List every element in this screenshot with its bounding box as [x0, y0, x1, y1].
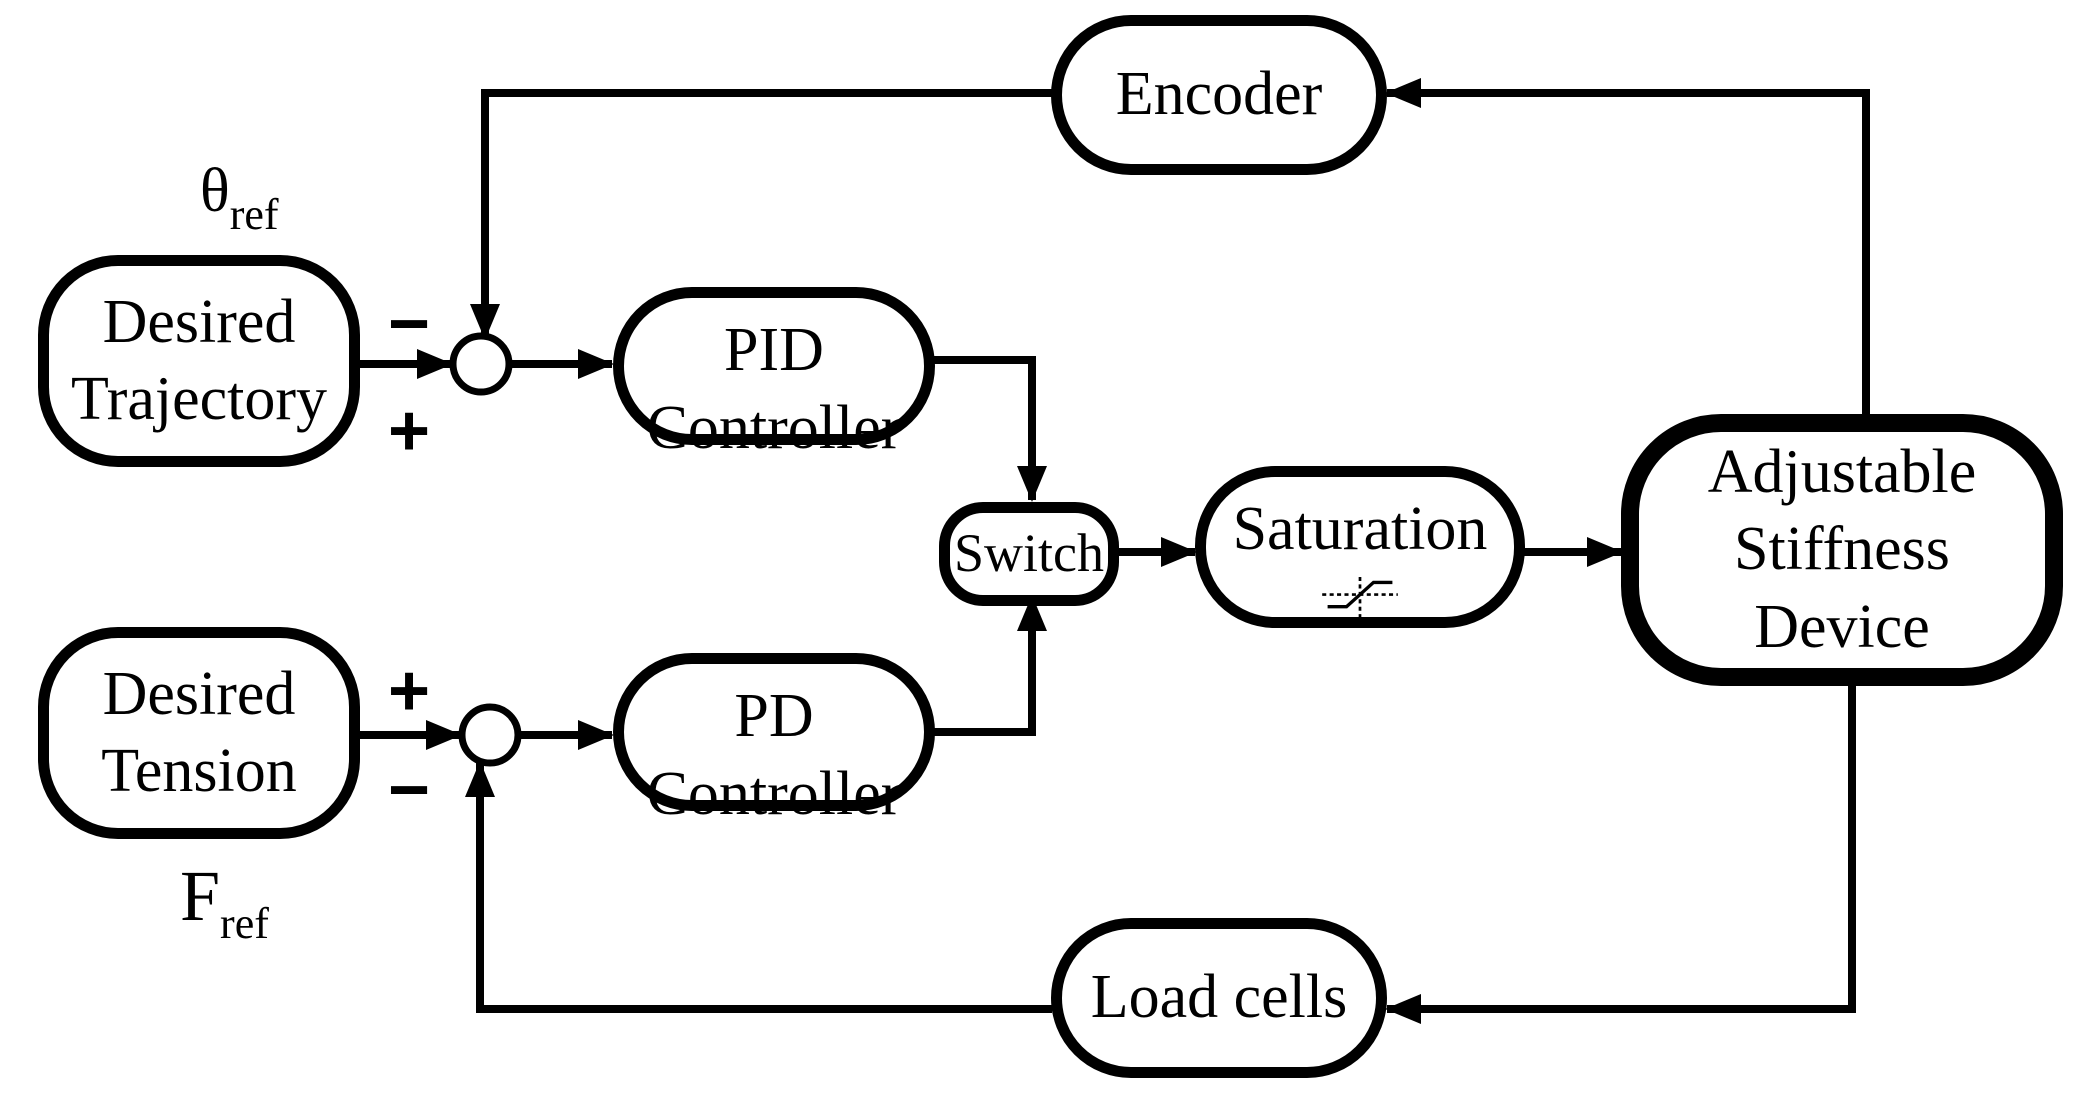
pd-controller-line-1: PD	[734, 682, 814, 750]
device-line-3: Device	[1754, 592, 1930, 661]
load-cells-block: Load cells	[1051, 918, 1387, 1078]
f-ref-sub: ref	[220, 899, 269, 948]
device-to-encoder-arrow	[1385, 78, 1870, 414]
desired-tension-line-1: Desired	[102, 659, 296, 728]
f-ref-main: F	[180, 856, 221, 936]
desired-trajectory-line-1: Desired	[102, 287, 296, 356]
pd-to-switch-arrow	[932, 595, 1047, 736]
plus-sign-tension-input: +	[388, 651, 431, 731]
plus-sign-trajectory-input: +	[388, 391, 431, 471]
device-line-1: Adjustable	[1707, 437, 1977, 506]
desired-tension-line-2: Tension	[101, 737, 297, 805]
summing-junction-position	[449, 332, 513, 396]
desired-tension-block: Desired Tension	[38, 627, 360, 839]
device-line-2: Stiffness	[1734, 515, 1950, 584]
pd-controller-line-2: Controller	[646, 759, 902, 828]
encoder-label: Encoder	[1115, 60, 1323, 129]
device-to-loadcells-arrow	[1385, 682, 1856, 1024]
pid-controller-line-2: Controller	[646, 393, 902, 462]
desired-trajectory-block: Desired Trajectory	[38, 255, 360, 467]
switch-label: Switch	[953, 523, 1104, 584]
theta-ref-main: θ	[200, 157, 230, 225]
pid-to-switch-arrow	[932, 356, 1047, 502]
loadcells-feedback-arrow	[465, 761, 1052, 1013]
pid-controller-block: PID Controller	[613, 287, 935, 462]
encoder-feedback-arrow	[470, 89, 1052, 340]
minus-sign-tension-feedback: −	[388, 750, 431, 830]
theta-ref-label: θref	[200, 157, 279, 237]
adjustable-stiffness-device-block: Adjustable Stiffness Device	[1621, 414, 2063, 686]
encoder-block: Encoder	[1051, 15, 1387, 175]
saturation-block: Saturation	[1195, 466, 1525, 628]
load-cells-label: Load cells	[1090, 963, 1348, 1032]
saturation-label: Saturation	[1232, 495, 1488, 563]
f-ref-label: Fref	[180, 860, 269, 946]
minus-sign-position-feedback: −	[388, 284, 431, 364]
theta-ref-sub: ref	[229, 190, 279, 239]
desired-trajectory-line-2: Trajectory	[71, 365, 327, 433]
pd-controller-block: PD Controller	[613, 653, 935, 828]
summing-junction-tension	[458, 703, 522, 767]
switch-block: Switch	[939, 502, 1119, 606]
saturation-icon	[1322, 576, 1398, 617]
pid-controller-line-1: PID	[724, 316, 824, 384]
